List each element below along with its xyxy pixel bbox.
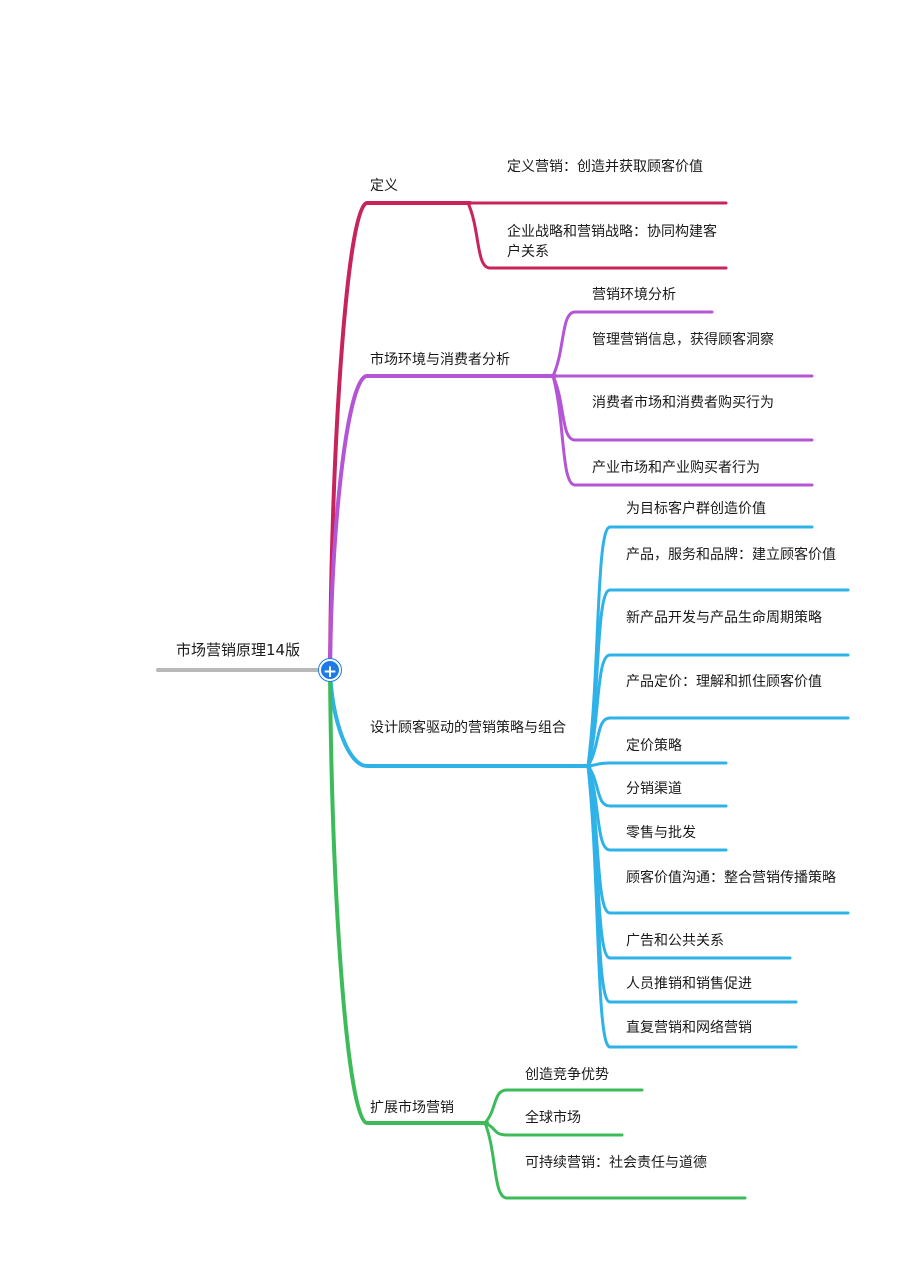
subtopic-strategy-2[interactable]: 产品，服务和品牌：建立顾客价值 xyxy=(626,547,836,563)
subtopic-strategy-4[interactable]: 产品定价：理解和抓住顾客价值 xyxy=(626,674,822,690)
child-connector-0-1 xyxy=(466,201,728,270)
child-connector-2-2 xyxy=(586,653,850,768)
branch-connector-1 xyxy=(328,374,557,672)
branch-topic-strategy[interactable]: 设计顾客驱动的营销策略与组合 xyxy=(370,720,566,736)
child-connector-3-2 xyxy=(483,1121,747,1200)
subtopic-extension-1[interactable]: 创造竞争优势 xyxy=(525,1067,609,1083)
child-connector-2-10 xyxy=(586,764,798,1049)
child-connector-2-3 xyxy=(586,716,850,768)
subtopic-extension-2[interactable]: 全球市场 xyxy=(525,1110,581,1126)
subtopic-strategy-5[interactable]: 定价策略 xyxy=(626,738,682,754)
child-connector-2-1 xyxy=(586,588,850,768)
child-connector-3-1 xyxy=(483,1121,624,1137)
branch-topic-environment[interactable]: 市场环境与消费者分析 xyxy=(370,352,510,368)
subtopic-extension-3[interactable]: 可持续营销：社会责任与道德 xyxy=(525,1155,707,1171)
subtopic-definition-1[interactable]: 定义营销：创造并获取顾客价值 xyxy=(507,159,703,175)
subtopic-strategy-6[interactable]: 分销渠道 xyxy=(626,781,682,797)
subtopic-strategy-9[interactable]: 广告和公共关系 xyxy=(626,933,724,949)
root-topic[interactable]: 市场营销原理14版 xyxy=(176,641,301,659)
subtopic-strategy-10[interactable]: 人员推销和销售促进 xyxy=(626,976,752,992)
subtopic-environment-1[interactable]: 营销环境分析 xyxy=(592,287,676,303)
branch-connector-3 xyxy=(328,668,489,1125)
child-connector-2-4 xyxy=(586,761,728,768)
subtopic-strategy-11[interactable]: 直复营销和网络营销 xyxy=(626,1020,752,1036)
subtopic-strategy-3[interactable]: 新产品开发与产品生命周期策略 xyxy=(626,610,822,626)
subtopic-environment-3[interactable]: 消费者市场和消费者购买行为 xyxy=(592,395,774,411)
subtopic-strategy-1[interactable]: 为目标客户群创造价值 xyxy=(626,501,766,517)
branch-connector-0 xyxy=(328,201,472,672)
branch-topic-definition[interactable]: 定义 xyxy=(370,178,398,194)
subtopic-strategy-8[interactable]: 顾客价值沟通：整合营销传播策略 xyxy=(626,870,836,886)
child-connector-1-0 xyxy=(551,310,714,378)
branch-topic-extension[interactable]: 扩展市场营销 xyxy=(370,1100,454,1116)
subtopic-environment-4[interactable]: 产业市场和产业购买者行为 xyxy=(592,460,760,476)
child-connector-1-3 xyxy=(551,374,814,487)
subtopic-definition-2[interactable]: 企业战略和营销战略：协同构建客户关系 xyxy=(507,224,717,260)
expand-button[interactable]: + xyxy=(319,659,341,682)
child-connector-3-0 xyxy=(483,1088,644,1125)
subtopic-environment-2[interactable]: 管理营销信息，获得顾客洞察 xyxy=(592,332,774,348)
subtopic-strategy-7[interactable]: 零售与批发 xyxy=(626,825,696,841)
